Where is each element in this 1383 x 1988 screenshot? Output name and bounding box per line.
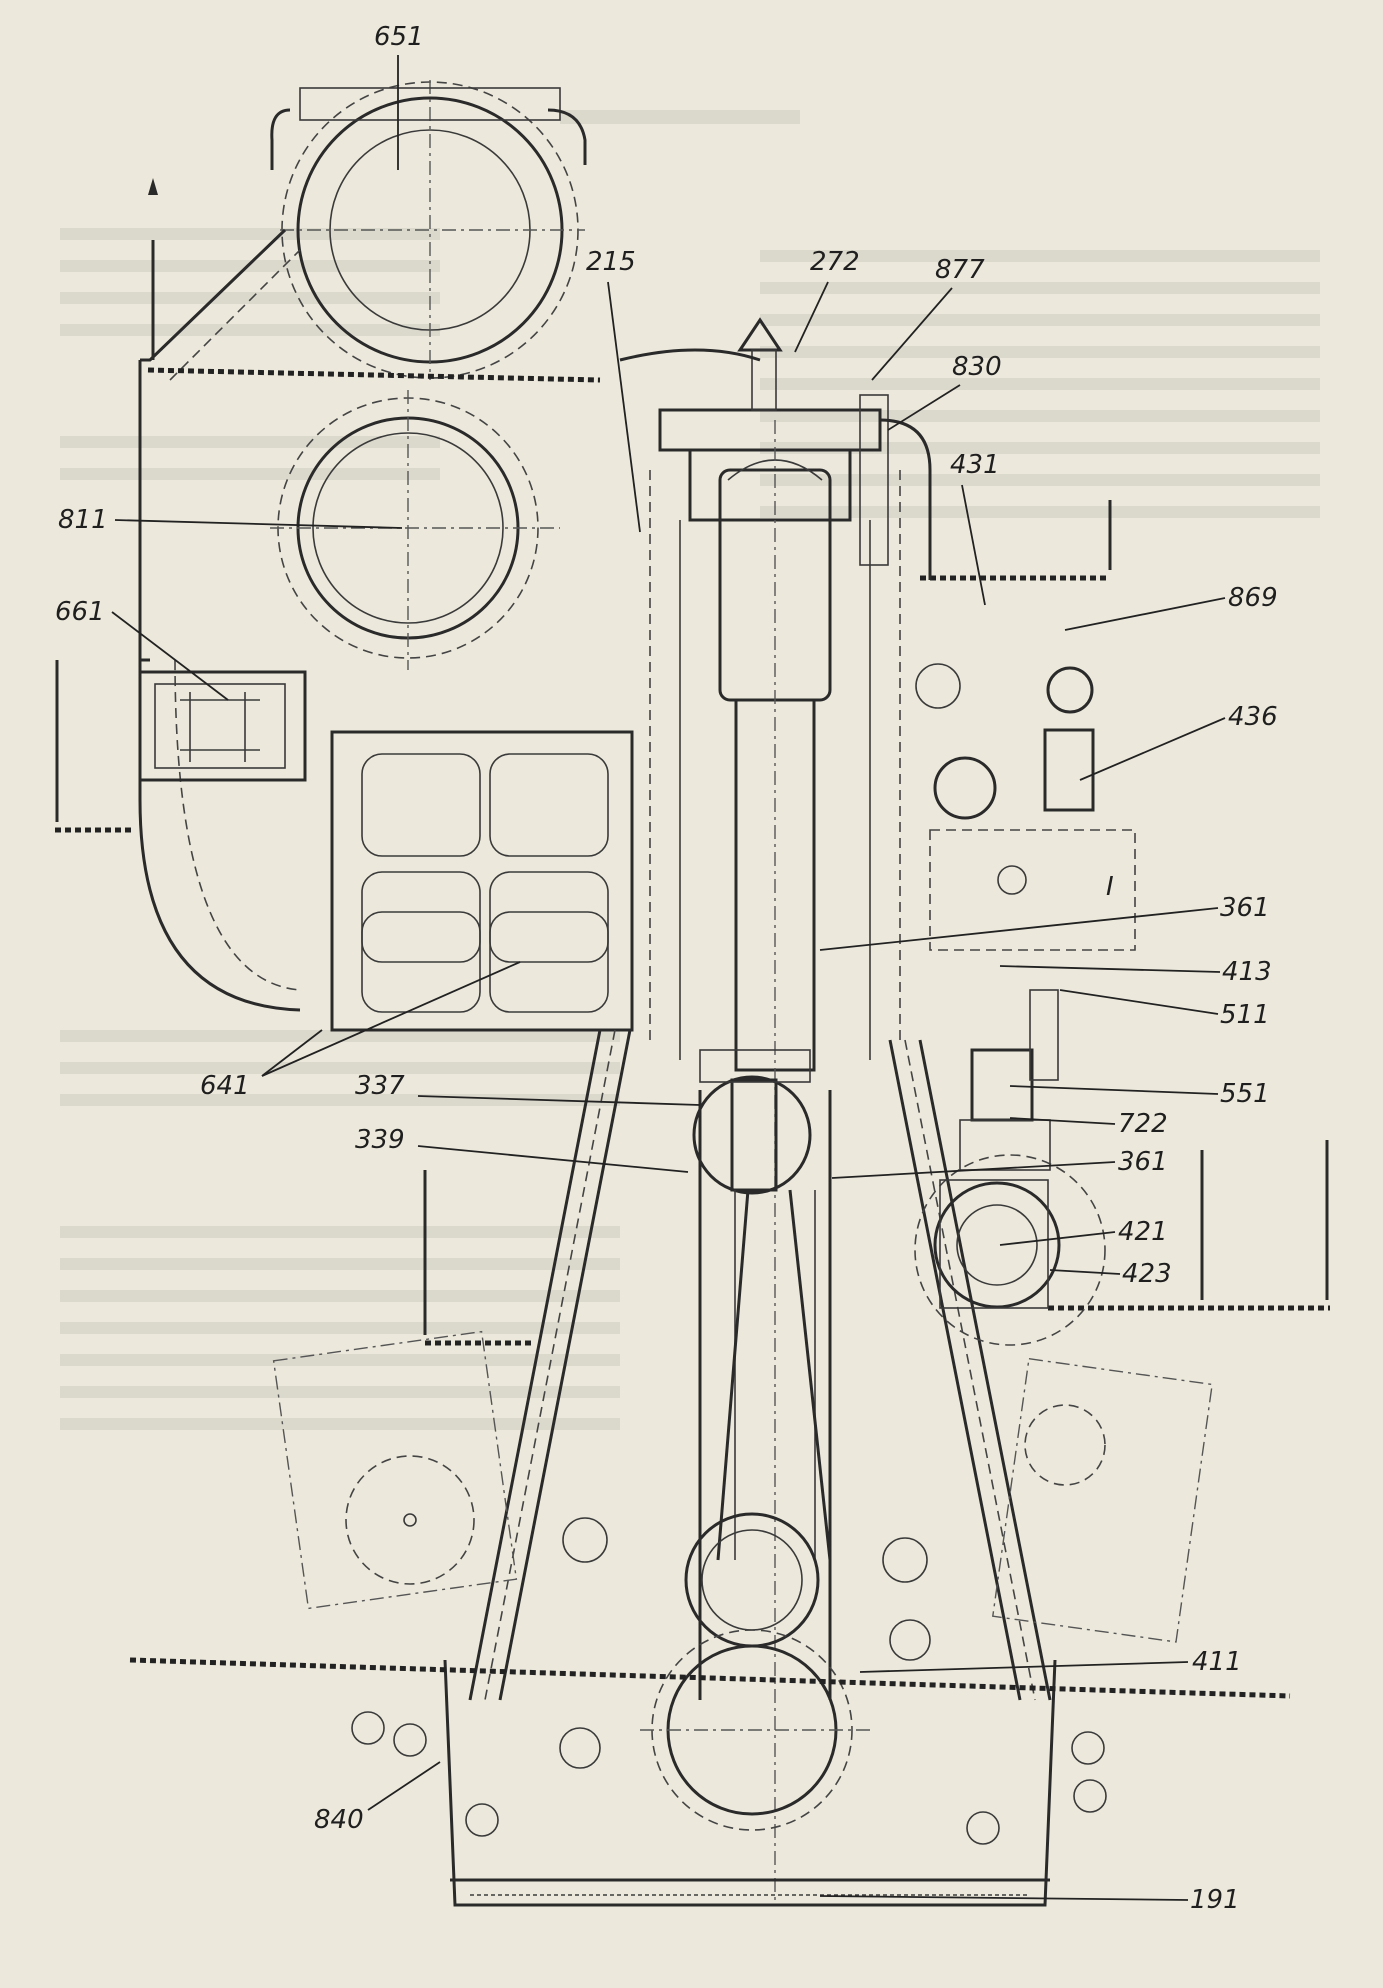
- callout-877: 877: [935, 255, 985, 285]
- callout-811: 811: [58, 505, 108, 535]
- callout-411: 411: [1192, 1647, 1242, 1677]
- crankshaft: [640, 1512, 870, 1831]
- callout-830: 830: [952, 352, 1002, 382]
- callout-722: 722: [1118, 1109, 1168, 1139]
- callout-361-lower: 361: [1118, 1147, 1168, 1177]
- callout-661: 661: [55, 597, 105, 627]
- callout-337: 337: [355, 1071, 405, 1101]
- callout-869: 869: [1228, 583, 1278, 613]
- callout-labels: 651 215 272 877 830 431 869 811 661 436 …: [55, 22, 1278, 1915]
- callout-272: 272: [810, 247, 860, 277]
- cylinder-cover: [619, 317, 932, 580]
- starting-air-distributor: [929, 666, 1136, 951]
- bedplate: [443, 1517, 1057, 1907]
- callout-436: 436: [1228, 702, 1278, 732]
- roman-marker: I: [1106, 872, 1114, 902]
- callout-413: 413: [1222, 957, 1272, 987]
- a-frame-columns: [468, 1029, 1052, 1701]
- callout-421: 421: [1118, 1217, 1168, 1247]
- leader-lines: [111, 55, 1226, 1901]
- connecting-rod: [716, 1189, 832, 1561]
- left-casing-outline: [138, 228, 307, 1012]
- callout-651: 651: [374, 22, 424, 52]
- callout-423: 423: [1122, 1259, 1172, 1289]
- callout-840: 840: [314, 1805, 364, 1835]
- camshaft-drive: [914, 1154, 1106, 1346]
- air-cooler-housing: [330, 730, 634, 1032]
- callout-339: 339: [355, 1125, 405, 1155]
- callout-215: 215: [586, 247, 636, 277]
- callout-361-upper: 361: [1220, 893, 1270, 923]
- callout-511: 511: [1220, 1000, 1270, 1030]
- fuel-pump: [959, 989, 1059, 1171]
- callout-641: 641: [200, 1071, 250, 1101]
- upper-gratings: [55, 178, 1330, 1346]
- crosshead: [692, 1049, 812, 1195]
- outboard-aux-units: [272, 663, 1213, 1643]
- callout-191: 191: [1190, 1885, 1240, 1915]
- callout-551: 551: [1220, 1079, 1270, 1109]
- callout-431: 431: [950, 450, 1000, 480]
- engine-room-floor: [129, 1657, 1291, 1813]
- scavenge-air-receiver: [270, 390, 560, 670]
